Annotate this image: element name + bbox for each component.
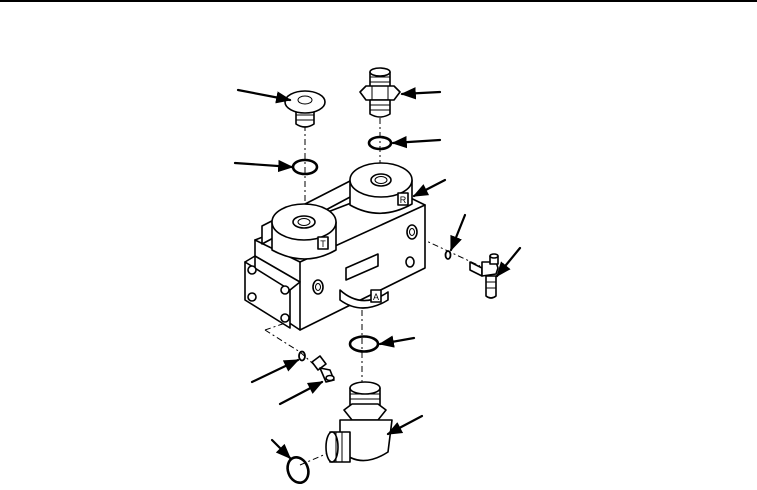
leader-o-ring-upper-left: [233, 159, 294, 173]
leader-elbow-small: [278, 380, 324, 406]
leader-o-ring-small-right: [449, 213, 467, 252]
o-ring-small-right: [444, 250, 452, 260]
o-ring-lower-center: [348, 335, 380, 353]
o-ring-bottom-left: [286, 456, 310, 484]
leader-o-ring-lower-center: [378, 335, 416, 348]
o-ring-upper-right: [367, 135, 393, 151]
leader-valve-body: [412, 178, 447, 198]
leader-adapter: [400, 87, 442, 100]
leader-o-ring-upper-right: [391, 135, 442, 149]
port-mark-t: T: [320, 239, 326, 249]
leader-elbow-large: [386, 414, 424, 436]
tee-fitting: [469, 253, 499, 299]
port-mark-r: R: [400, 195, 407, 205]
elbow-small: [311, 355, 335, 383]
header-rule: [0, 0, 757, 2]
leader-o-ring-small-left: [250, 358, 300, 384]
leader-tee-fitting: [495, 246, 522, 278]
valve-body: T R A: [244, 162, 426, 331]
leader-plug: [236, 88, 292, 104]
plug: [284, 90, 326, 128]
port-mark-a: A: [373, 292, 379, 302]
leader-arrows: [233, 87, 522, 460]
straight-adapter: [359, 67, 401, 118]
leader-o-ring-bottom-left: [270, 438, 292, 460]
elbow-large: [325, 381, 393, 463]
o-ring-small-left: [298, 350, 306, 362]
